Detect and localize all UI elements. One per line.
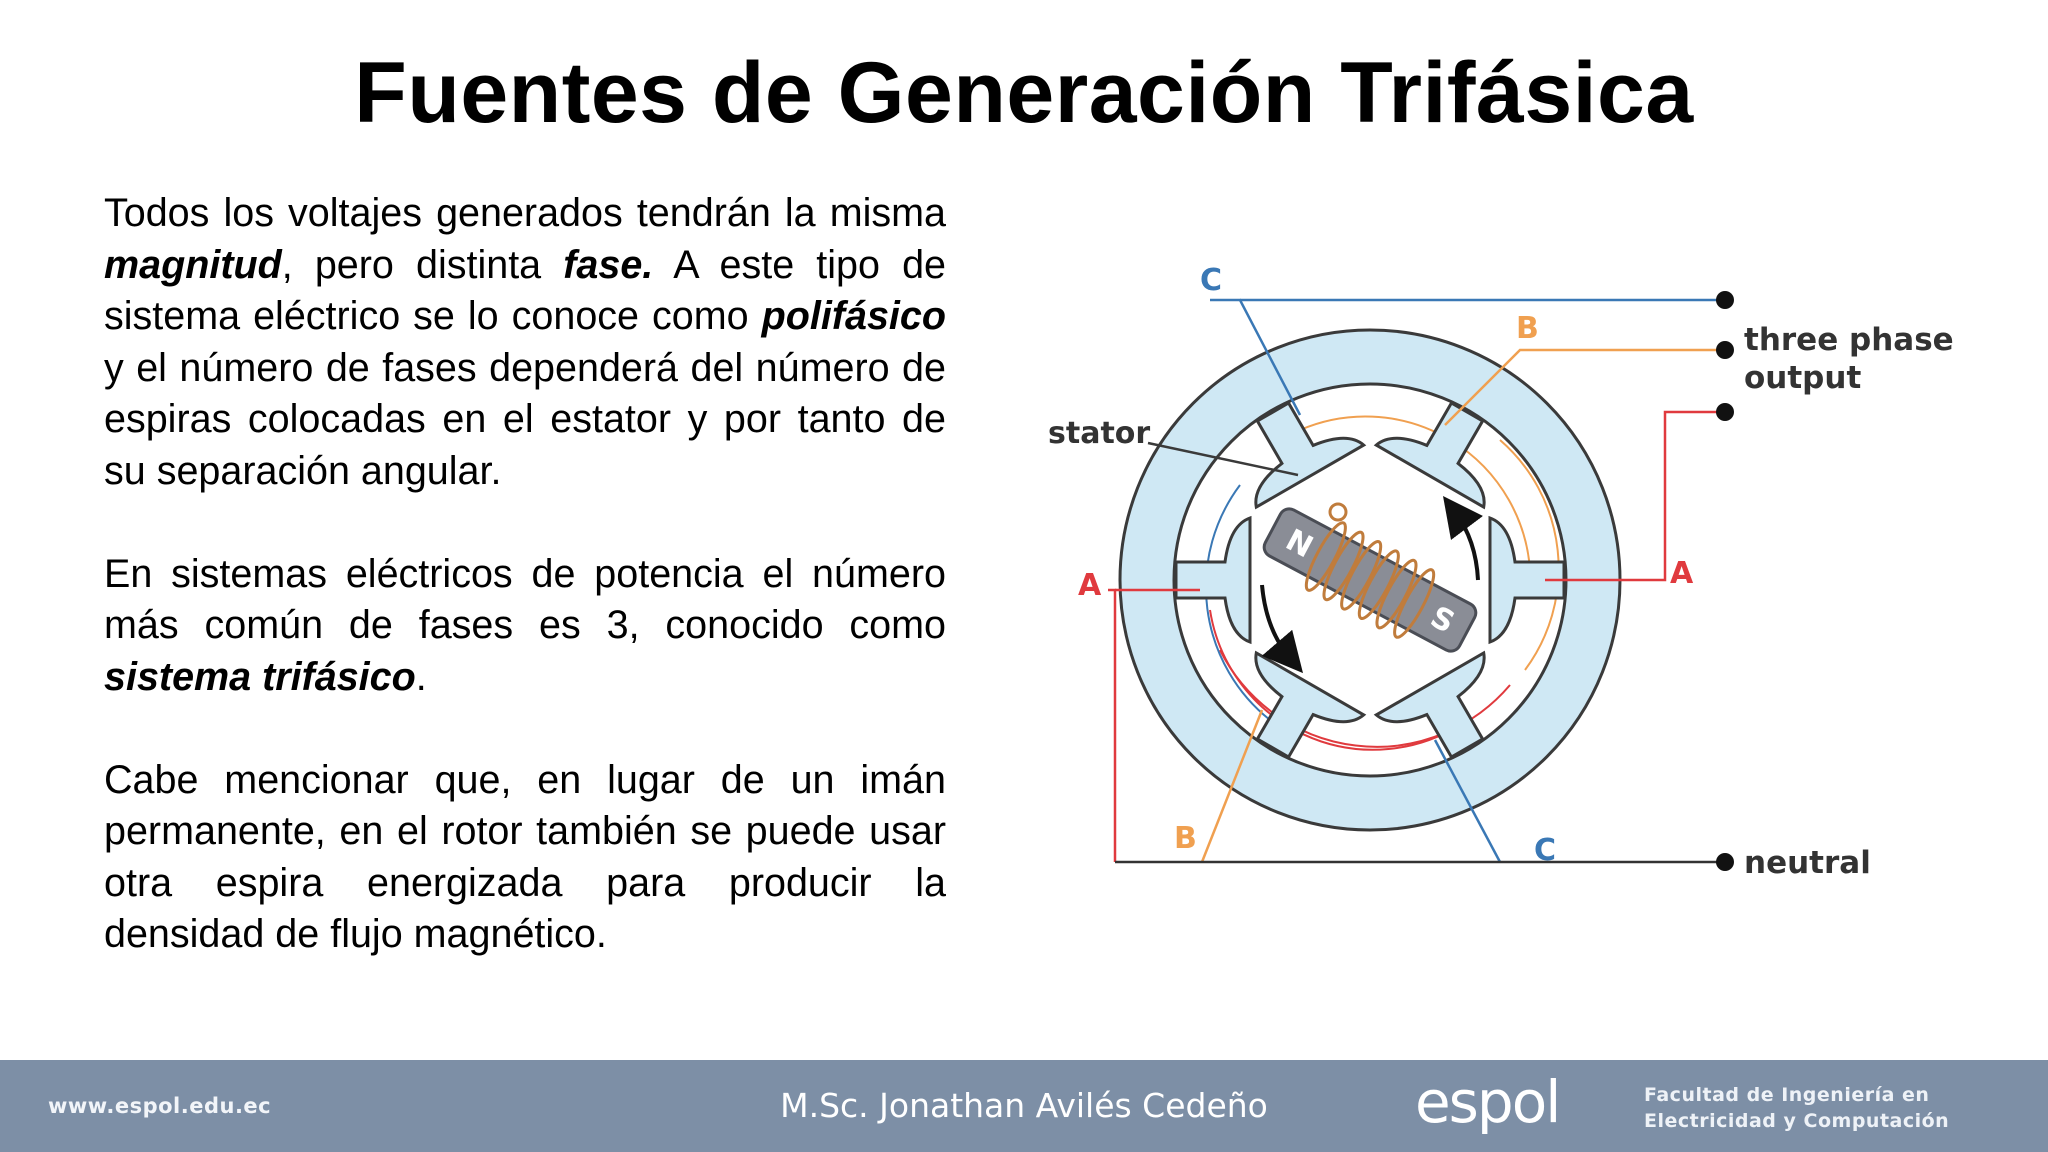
neutral-label: neutral [1744, 845, 1871, 881]
text-run: y el número de fases dependerá del númer… [104, 345, 946, 493]
text-run: Cabe mencionar que, en lugar de un imán … [104, 757, 946, 957]
rotor-magnet: N S [1262, 507, 1478, 653]
emphasis-fase: fase. [563, 242, 654, 287]
text-run: Todos los voltajes generados tendrán la … [104, 191, 946, 235]
text-run: A este tipo de sistema eléctrico se lo c… [104, 242, 946, 339]
three-phase-generator-diagram: N S stator C C B B A A three phase [1048, 263, 1964, 881]
faculty-line-2: Electricidad y Computación [1644, 1110, 1950, 1132]
phase-a-left-label: A [1078, 568, 1102, 603]
footer-author: M.Sc. Jonathan Avilés Cedeño [780, 1086, 1268, 1125]
stator-poles [1174, 400, 1566, 760]
coil-terminal [1328, 502, 1348, 522]
phase-b-top-label: B [1516, 311, 1539, 346]
slide-title: Fuentes de Generación Trifásica [354, 45, 1694, 141]
paragraph-1: Todos los voltajes generados tendrán la … [104, 188, 946, 497]
phase-a-right-label: A [1670, 556, 1694, 591]
body-text: Todos los voltajes generados tendrán la … [104, 188, 946, 1012]
footer-url[interactable]: www.espol.edu.ec [48, 1094, 272, 1118]
phase-a-wire [1108, 410, 1725, 862]
rotation-arrows [1260, 495, 1483, 674]
phase-c-bottom-label: C [1534, 833, 1556, 868]
three-phase-output-label: three phase output [1744, 322, 1964, 396]
text-run: . [415, 654, 427, 699]
text-run: , pero distinta [281, 242, 564, 287]
svg-text:espol: espol [1415, 1072, 1559, 1136]
rotor-coil [1304, 521, 1436, 639]
phase-c-wire [1210, 298, 1725, 863]
emphasis-magnitud: magnitud [104, 242, 282, 287]
faculty-line-1: Facultad de Ingeniería en [1644, 1084, 1930, 1106]
stator-label: stator [1048, 416, 1150, 451]
faculty-name: Facultad de Ingeniería en Electricidad y… [1644, 1082, 1949, 1134]
phase-b-bottom-label: B [1174, 821, 1197, 856]
phase-c-top-label: C [1200, 263, 1222, 298]
emphasis-sistema-trifasico: sistema trifásico [104, 654, 416, 699]
text-run: En sistemas eléctricos de potencia el nú… [104, 551, 946, 648]
emphasis-polifasico: polifásico [761, 294, 946, 338]
paragraph-3: Cabe mencionar que, en lugar de un imán … [104, 755, 946, 961]
output-terminals [1716, 291, 1734, 871]
footer-bar: www.espol.edu.ec M.Sc. Jonathan Avilés C… [0, 1060, 2048, 1152]
espol-logo: espol [1415, 1072, 1561, 1136]
phase-b-wire [1200, 348, 1725, 863]
stator-pointer [1147, 441, 1299, 477]
paragraph-2: En sistemas eléctricos de potencia el nú… [104, 549, 946, 704]
